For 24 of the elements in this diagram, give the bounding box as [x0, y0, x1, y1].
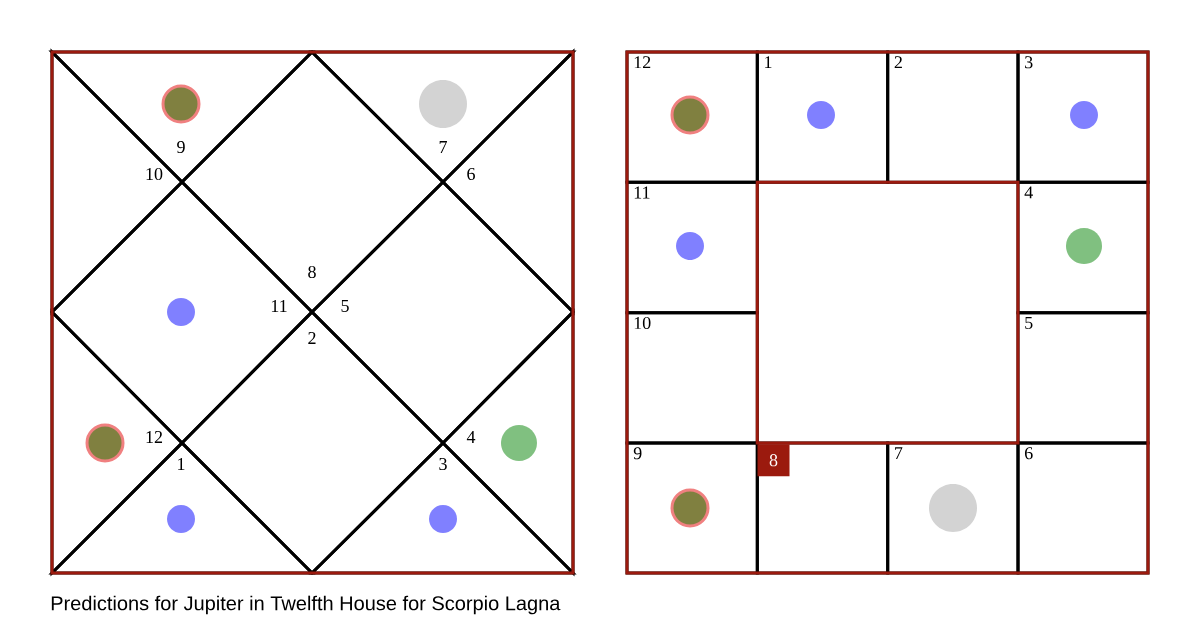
planet-dot	[1066, 228, 1102, 264]
planet-dot	[501, 425, 537, 461]
planet-dot	[670, 95, 710, 135]
house-cell: 12	[625, 50, 759, 184]
chart-frame	[625, 50, 1150, 575]
planet-dot	[429, 505, 457, 533]
planet-dot	[85, 423, 125, 463]
house-cell: 2	[886, 50, 1020, 184]
house-cell: 5	[1016, 311, 1150, 445]
house-cell: 10	[625, 311, 759, 445]
planet-dot	[419, 80, 467, 128]
chart-frame	[755, 180, 1020, 445]
planet-dot	[929, 484, 977, 532]
planet-dot	[167, 505, 195, 533]
planet-dot	[1070, 101, 1098, 129]
chart-frame	[50, 50, 575, 575]
planet-dot	[807, 101, 835, 129]
planet-dot	[676, 232, 704, 260]
house-cell: 8	[755, 441, 890, 575]
caption: Predictions for Jupiter in Twelfth House for Scorpio Lagna	[51, 595, 561, 615]
planet-dot	[670, 488, 710, 528]
planet-dot	[167, 298, 195, 326]
planet-dot	[161, 84, 201, 124]
house-cell: 6	[1016, 441, 1150, 575]
